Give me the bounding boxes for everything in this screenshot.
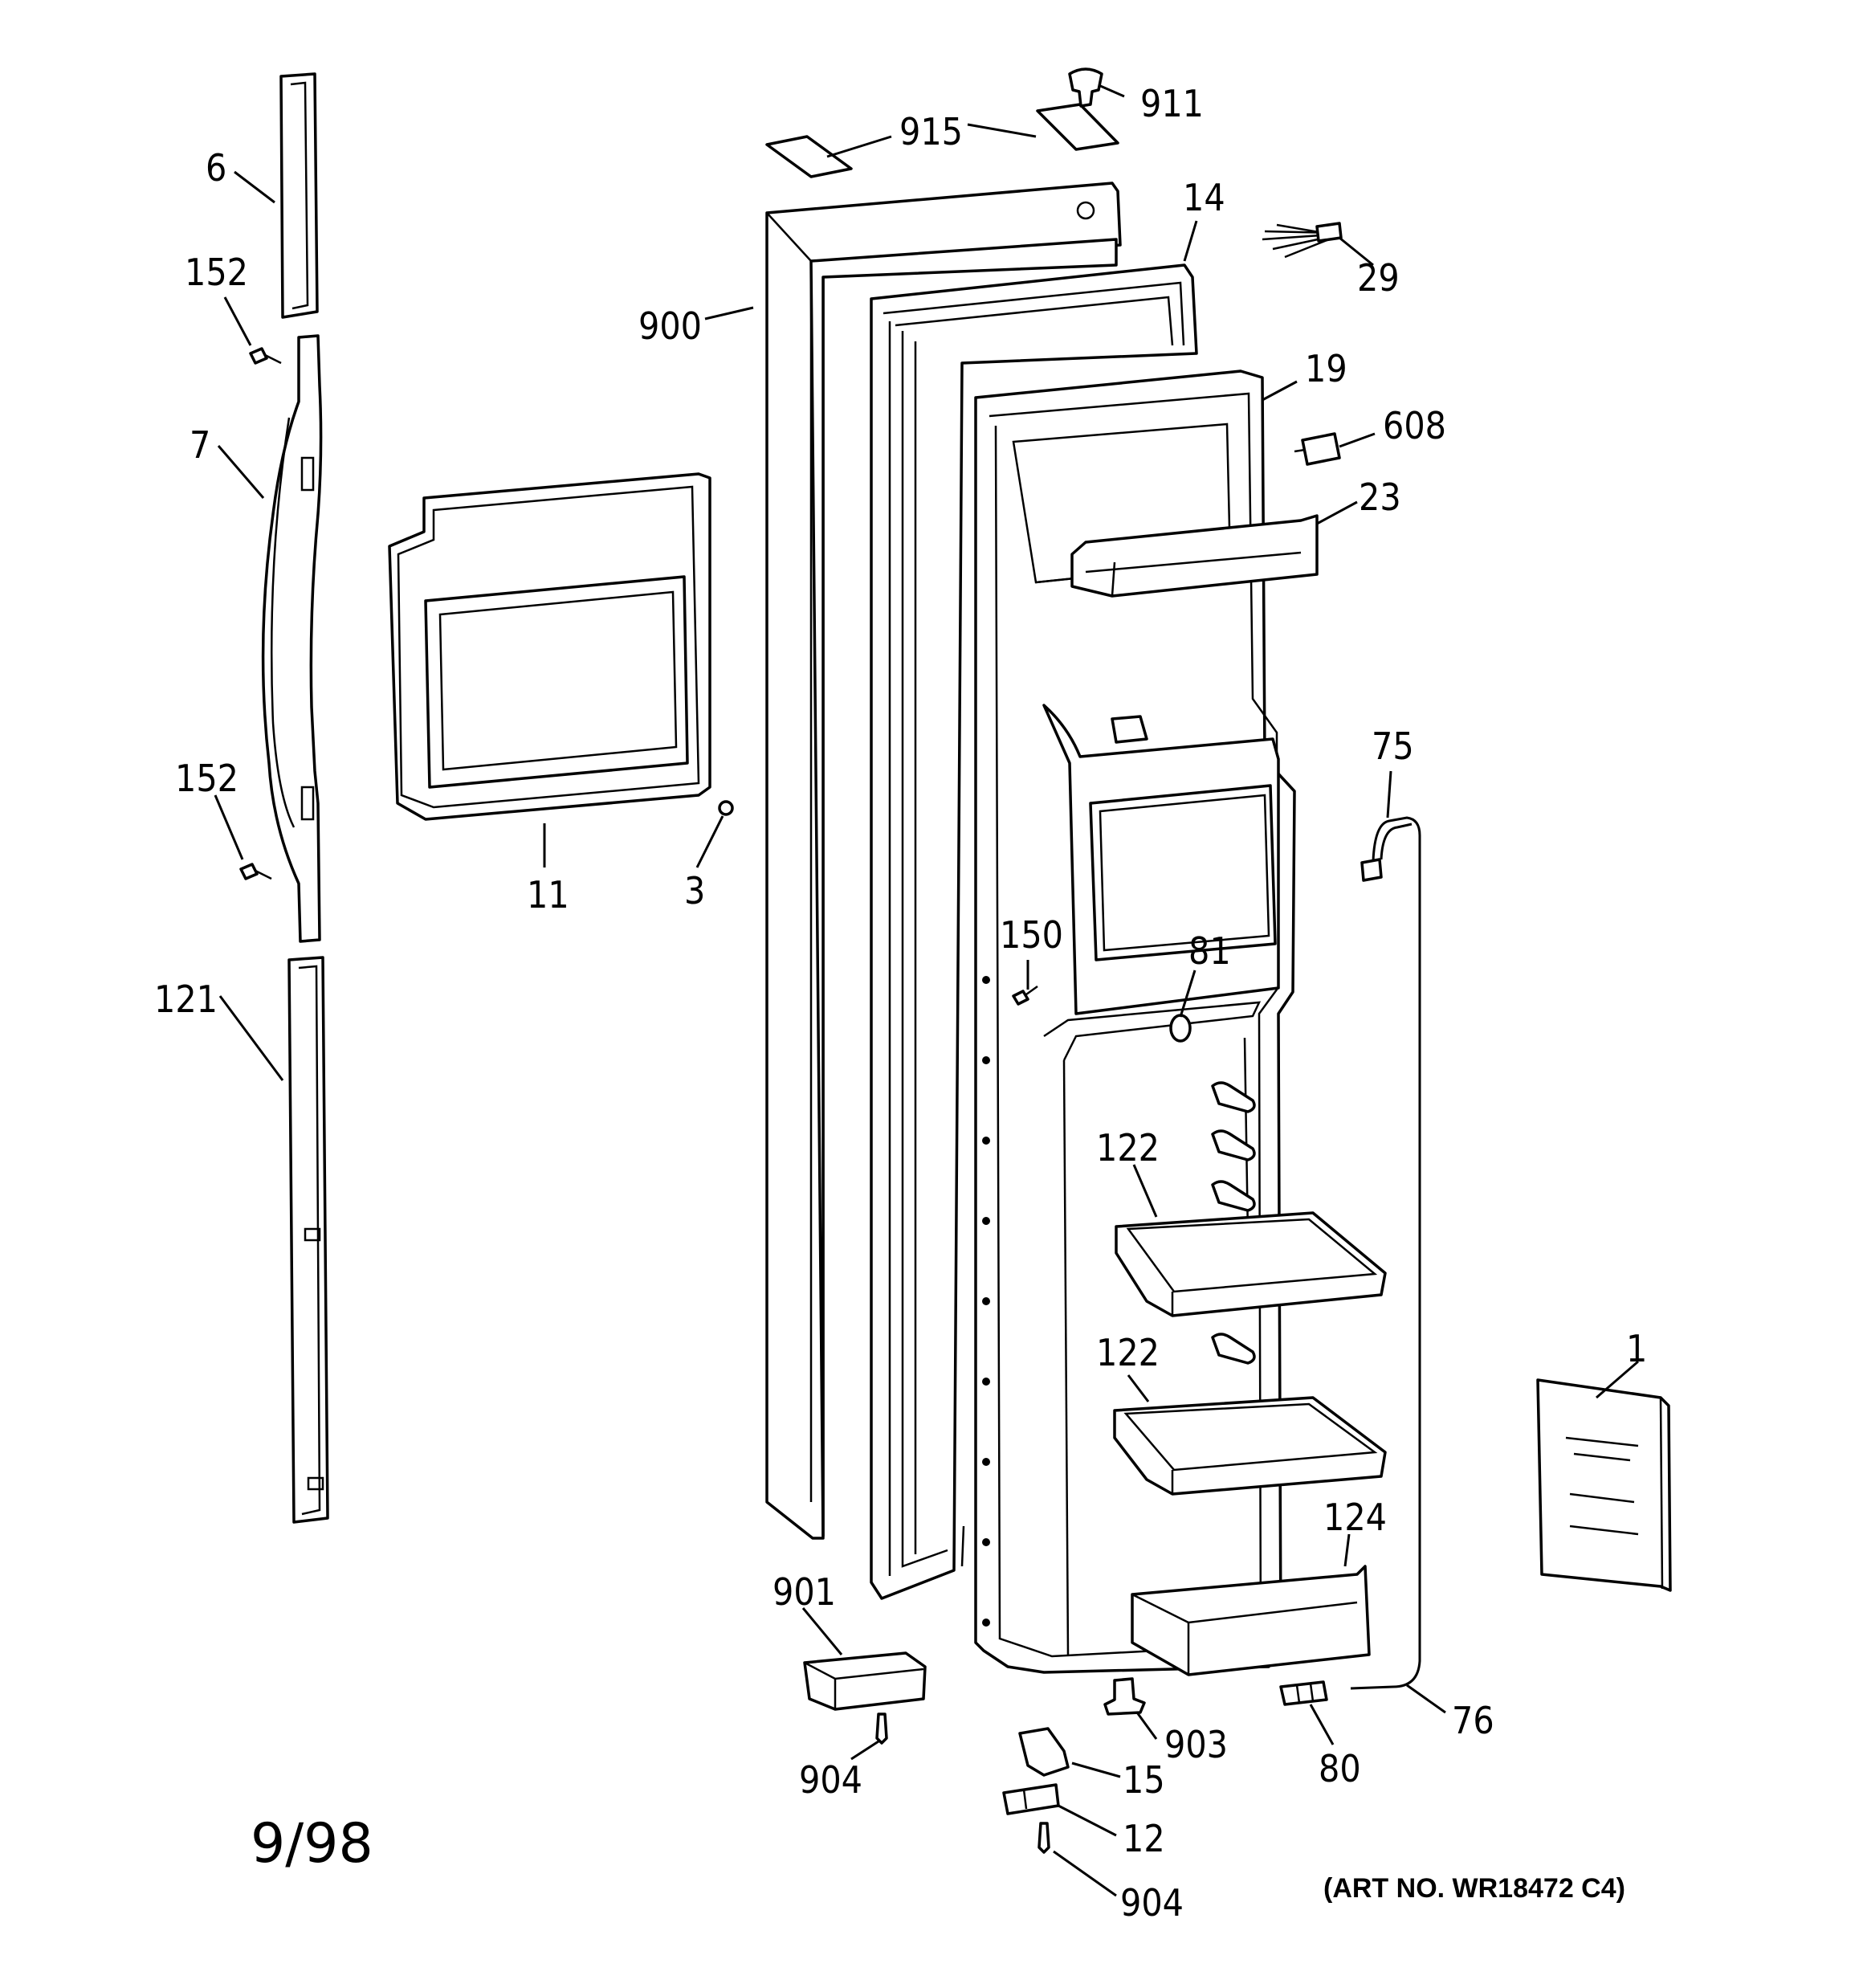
- leader-lines: [214, 84, 1639, 1897]
- part-14-door-gasket: [870, 263, 1198, 1600]
- label-part-124: 124: [1323, 1496, 1387, 1539]
- label-part-80: 80: [1319, 1747, 1361, 1790]
- label-part-3: 3: [684, 869, 705, 912]
- part-11-dispenser-frame: [388, 472, 711, 821]
- label-part-75: 75: [1372, 725, 1414, 768]
- part-901-hinge-cover: [803, 1651, 927, 1711]
- part-911-plug: [1068, 67, 1103, 108]
- part-29-wire-harness: [1262, 222, 1343, 259]
- part-122-door-bin-lower: [1113, 1396, 1387, 1496]
- label-part-76: 76: [1452, 1699, 1494, 1742]
- part-904-screw-upper: [875, 1712, 888, 1745]
- part-75-76-water-tube: [1350, 816, 1421, 1690]
- label-part-150: 150: [1000, 913, 1063, 957]
- label-part-81: 81: [1188, 929, 1231, 973]
- part-15-cam: [1018, 1727, 1070, 1777]
- part-1-owners-manual: [1536, 1378, 1672, 1592]
- label-part-122-lower: 122: [1096, 1331, 1160, 1374]
- label-part-15: 15: [1123, 1758, 1165, 1802]
- date-code: 9/98: [251, 1812, 373, 1876]
- label-part-901: 901: [773, 1570, 836, 1614]
- part-122-door-bin-upper: [1115, 1211, 1387, 1317]
- liner-fastener-holes: [982, 976, 990, 1627]
- part-3-clip: [718, 800, 734, 816]
- part-23-upper-bin: [1070, 514, 1319, 598]
- part-19-door-liner: [974, 369, 1296, 1674]
- part-81-button: [1169, 1014, 1192, 1043]
- part-6-handle-trim-top: [279, 72, 319, 319]
- label-part-122-upper: 122: [1096, 1126, 1160, 1170]
- label-part-19: 19: [1305, 347, 1347, 390]
- label-part-904-upper: 904: [799, 1758, 862, 1802]
- label-part-152-top: 152: [185, 251, 248, 294]
- part-150-screw: [1012, 985, 1038, 1006]
- label-part-903: 903: [1164, 1723, 1228, 1766]
- part-608-switch: [1294, 432, 1341, 466]
- part-904-screw-lower: [1037, 1822, 1050, 1854]
- part-903-hinge-pin: [1103, 1677, 1146, 1716]
- label-part-6: 6: [206, 146, 226, 190]
- label-part-12: 12: [1123, 1817, 1165, 1860]
- part-124-bottom-bin: [1131, 1565, 1371, 1676]
- part-80-fitting: [1279, 1680, 1328, 1706]
- label-part-900: 900: [638, 304, 702, 348]
- label-part-904-lower: 904: [1120, 1881, 1184, 1925]
- part-915-insulation-pads: [765, 103, 1119, 178]
- part-152-screw-bottom: [239, 863, 272, 880]
- label-part-911: 911: [1140, 82, 1204, 125]
- label-part-14: 14: [1183, 176, 1225, 219]
- label-part-915: 915: [899, 110, 963, 153]
- art-number: (ART NO. WR18472 C4): [1323, 1873, 1625, 1904]
- label-part-11: 11: [527, 873, 569, 916]
- label-part-1: 1: [1626, 1327, 1647, 1370]
- label-part-152-bottom: 152: [175, 757, 238, 800]
- part-labels: 6 152 7 152 121 11 3 915 911 900 14 29 1…: [154, 82, 1647, 1925]
- part-121-handle-trim-bottom: [287, 956, 329, 1524]
- label-part-608: 608: [1383, 404, 1446, 447]
- part-152-screw-top: [249, 347, 282, 365]
- liner-shelf-pegs: [1211, 1081, 1256, 1365]
- part-900-door-shell: [765, 182, 1122, 1540]
- part-7-handle: [261, 334, 323, 943]
- label-part-29: 29: [1357, 256, 1400, 300]
- part-12-bracket: [1002, 1783, 1060, 1815]
- label-part-121: 121: [154, 978, 218, 1021]
- label-part-7: 7: [190, 423, 210, 467]
- label-part-23: 23: [1359, 476, 1401, 519]
